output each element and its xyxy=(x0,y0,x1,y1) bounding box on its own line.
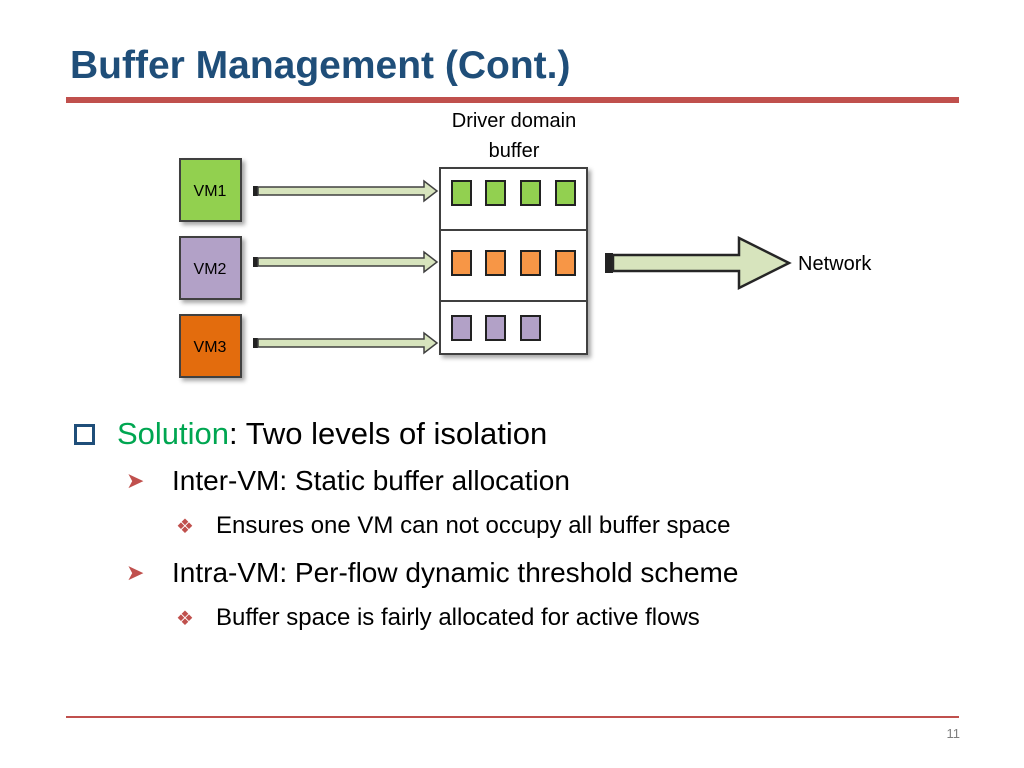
buffer-label-line1: Driver domain xyxy=(452,110,576,132)
buffer-slot xyxy=(520,315,541,341)
network-label: Network xyxy=(798,253,872,275)
vm2-label: VM2 xyxy=(194,261,227,278)
bullet-sub1-detail-text: Ensures one VM can not occupy all buffer… xyxy=(216,512,731,539)
buffer-slot xyxy=(451,250,472,276)
vm3-box xyxy=(179,314,242,378)
page-number: 11 xyxy=(946,726,961,741)
bullet-sub2: ➤ Intra-VM: Per-flow dynamic threshold s… xyxy=(126,550,972,596)
square-bullet-icon xyxy=(74,423,95,445)
buffer-slot xyxy=(555,250,576,276)
vm1-label: VM1 xyxy=(194,183,227,200)
bullet-sub2-detail: ❖ Buffer space is fairly allocated for a… xyxy=(176,596,972,640)
arrowhead-bullet-icon: ➤ xyxy=(126,560,145,585)
bullet-main: Solution: Two levels of isolation xyxy=(72,412,972,456)
title-divider xyxy=(66,97,959,103)
buffer-slot xyxy=(520,250,541,276)
buffer-label-line2: buffer xyxy=(489,140,540,162)
buffer-diagram: Driver domain buffer VM1 VM2 VM3 xyxy=(179,110,872,378)
bullet-list: Solution: Two levels of isolation ➤ Inte… xyxy=(72,412,972,640)
buffer-slot xyxy=(451,315,472,341)
buffer-slot xyxy=(485,250,506,276)
bullet-sub1-text: Inter-VM: Static buffer allocation xyxy=(172,465,570,496)
diamond-star-bullet-icon: ❖ xyxy=(176,515,194,538)
buffer-slot xyxy=(485,315,506,341)
vm2-box xyxy=(179,236,242,300)
bullet-sub1-detail: ❖ Ensures one VM can not occupy all buff… xyxy=(176,504,972,548)
vm2-arrow xyxy=(253,250,439,274)
bullet-main-text: : Two levels of isolation xyxy=(229,416,548,451)
bullet-sub1: ➤ Inter-VM: Static buffer allocation xyxy=(126,458,972,504)
bullet-sub2-detail-text: Buffer space is fairly allocated for act… xyxy=(216,604,700,631)
network-arrow xyxy=(605,235,792,291)
bullet-sub2-text: Intra-VM: Per-flow dynamic threshold sch… xyxy=(172,557,739,588)
vm1-box xyxy=(179,158,242,222)
slide-title: Buffer Management (Cont.) xyxy=(70,44,571,87)
bullet-main-accent: Solution xyxy=(117,416,230,451)
diamond-star-bullet-icon: ❖ xyxy=(176,607,194,630)
vm1-arrow xyxy=(253,179,439,203)
buffer-slot xyxy=(555,180,576,206)
buffer-slot xyxy=(451,180,472,206)
vm3-label: VM3 xyxy=(194,339,227,356)
vm3-arrow xyxy=(253,331,439,355)
arrowhead-bullet-icon: ➤ xyxy=(126,468,145,493)
buffer-slot xyxy=(520,180,541,206)
buffer-slot xyxy=(485,180,506,206)
footer-divider xyxy=(66,716,959,718)
